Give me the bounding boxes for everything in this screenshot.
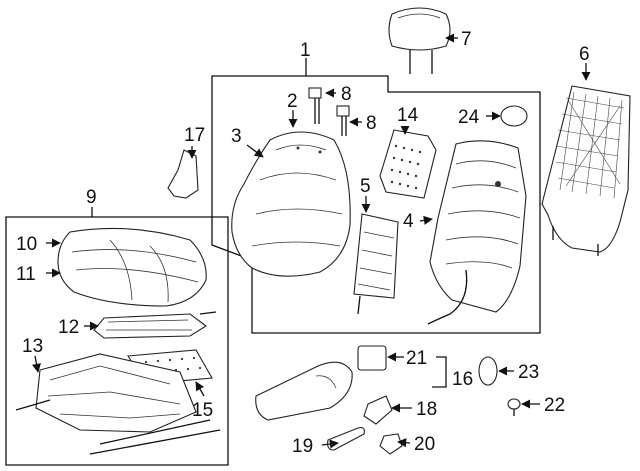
- cover-cap: [500, 105, 528, 127]
- callout-16: 16: [452, 369, 473, 390]
- back-pad: [379, 129, 437, 199]
- callout-10: 10: [16, 234, 37, 255]
- callout-11: 11: [16, 264, 36, 285]
- callout-9: 9: [86, 187, 97, 208]
- headrest-guide-upper: [308, 87, 322, 124]
- callout-4: 4: [403, 211, 414, 232]
- callout-18: 18: [416, 399, 437, 420]
- seatback-cover: [231, 131, 351, 277]
- callout-24: 24: [458, 107, 480, 128]
- callout-22: 22: [544, 395, 565, 416]
- callout-1: 1: [300, 40, 311, 61]
- lumbar-support: [353, 213, 399, 315]
- clip: [379, 433, 403, 455]
- callout-15: 15: [192, 400, 213, 421]
- trim-cap: [478, 356, 498, 386]
- screw: [507, 398, 521, 416]
- callout-21: 21: [406, 348, 427, 369]
- callout-7: 7: [461, 29, 472, 50]
- seatback-panel: [541, 85, 631, 256]
- callout-19: 19: [292, 436, 313, 457]
- callout-8-lower: 8: [366, 113, 377, 134]
- callout-20: 20: [414, 434, 435, 455]
- release-lever: [327, 427, 365, 451]
- callout-8-upper: 8: [341, 84, 352, 105]
- recliner-knob: [363, 395, 393, 425]
- callout-5: 5: [360, 176, 371, 197]
- seatback-group-box: [211, 75, 541, 334]
- side-shield: [255, 361, 353, 421]
- seat-switch: [357, 345, 387, 371]
- side-bracket: [167, 149, 199, 199]
- seat-cushion: [57, 227, 207, 307]
- callout-12: 12: [58, 317, 79, 338]
- callout-23: 23: [518, 362, 539, 383]
- seatback-frame: [427, 140, 527, 325]
- headrest-guide-lower: [336, 105, 350, 136]
- cushion-mat: [93, 311, 217, 339]
- cushion-group-box: [5, 216, 229, 466]
- headrest: [388, 7, 451, 74]
- callout-6: 6: [579, 44, 590, 65]
- seat-track-frame: [15, 353, 221, 455]
- callout-3: 3: [231, 126, 242, 147]
- callout-labels: 1 2 3 4 5 6 7 8 8 9 10 11 12 13 14 15 16…: [16, 29, 590, 457]
- callout-14: 14: [397, 105, 419, 126]
- callout-2: 2: [287, 91, 298, 112]
- callout-13: 13: [22, 336, 43, 357]
- callout-17: 17: [184, 125, 205, 146]
- leader-lines: [32, 33, 591, 449]
